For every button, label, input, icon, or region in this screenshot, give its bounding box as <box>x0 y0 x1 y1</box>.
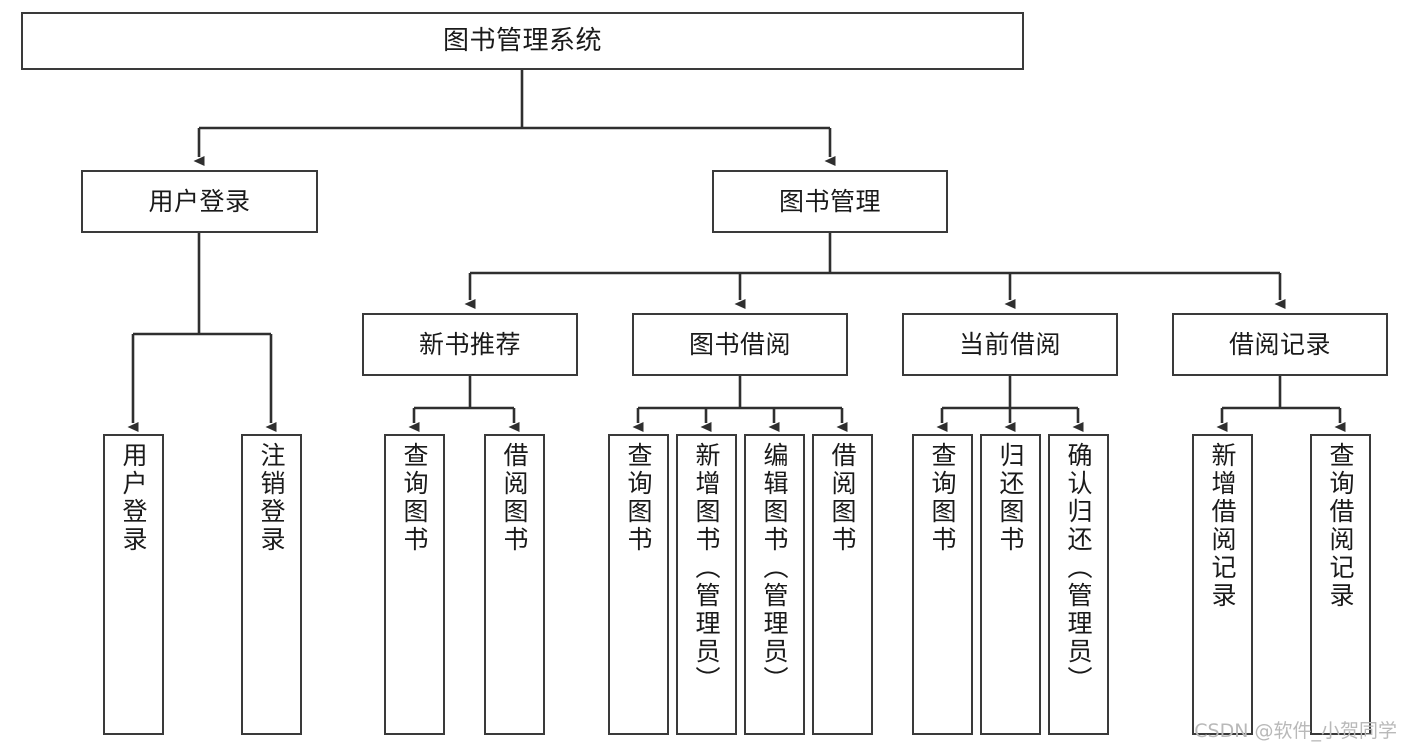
leaf-new-book-borrow[interactable]: 借阅图书 <box>484 434 545 735</box>
node-label: 查询借阅记录 <box>1326 442 1355 610</box>
node-label: 注销登录 <box>257 442 286 554</box>
node-current-borrow[interactable]: 当前借阅 <box>902 313 1118 376</box>
node-label: 当前借阅 <box>958 330 1061 359</box>
node-user-login[interactable]: 用户登录 <box>81 170 318 233</box>
leaf-user-login-login[interactable]: 用户登录 <box>103 434 164 735</box>
node-label: 查询图书 <box>400 442 429 554</box>
node-label: 确认归还（管理员） <box>1064 442 1093 694</box>
node-label: 借阅记录 <box>1228 330 1331 359</box>
leaf-current-borrow-query[interactable]: 查询图书 <box>912 434 973 735</box>
node-label: 新书推荐 <box>418 330 521 359</box>
node-label: 新增图书（管理员） <box>692 442 721 694</box>
node-label: 归还图书 <box>996 442 1025 554</box>
leaf-current-borrow-confirm-return[interactable]: 确认归还（管理员） <box>1048 434 1109 735</box>
node-label: 借阅图书 <box>828 442 857 554</box>
node-book-borrow[interactable]: 图书借阅 <box>632 313 848 376</box>
node-label: 图书管理系统 <box>442 25 602 56</box>
node-label: 查询图书 <box>928 442 957 554</box>
node-label: 编辑图书（管理员） <box>760 442 789 694</box>
node-label: 借阅图书 <box>500 442 529 554</box>
watermark: CSDN @软件_小贺同学 <box>1194 720 1397 742</box>
node-label: 查询图书 <box>624 442 653 554</box>
node-borrow-record[interactable]: 借阅记录 <box>1172 313 1388 376</box>
leaf-book-borrow-query[interactable]: 查询图书 <box>608 434 669 735</box>
node-label: 图书管理 <box>778 187 881 216</box>
leaf-borrow-record-query[interactable]: 查询借阅记录 <box>1310 434 1371 735</box>
node-new-book-recommend[interactable]: 新书推荐 <box>362 313 578 376</box>
node-book-management[interactable]: 图书管理 <box>712 170 948 233</box>
leaf-book-borrow-borrow[interactable]: 借阅图书 <box>812 434 873 735</box>
leaf-book-borrow-add[interactable]: 新增图书（管理员） <box>676 434 737 735</box>
node-label: 图书借阅 <box>688 330 791 359</box>
leaf-new-book-query[interactable]: 查询图书 <box>384 434 445 735</box>
node-label: 用户登录 <box>119 442 148 554</box>
leaf-book-borrow-edit[interactable]: 编辑图书（管理员） <box>744 434 805 735</box>
leaf-borrow-record-add[interactable]: 新增借阅记录 <box>1192 434 1253 735</box>
node-root-system[interactable]: 图书管理系统 <box>21 12 1024 70</box>
leaf-user-login-logout[interactable]: 注销登录 <box>241 434 302 735</box>
node-label: 新增借阅记录 <box>1208 442 1237 610</box>
node-label: 用户登录 <box>148 187 251 216</box>
leaf-current-borrow-return[interactable]: 归还图书 <box>980 434 1041 735</box>
